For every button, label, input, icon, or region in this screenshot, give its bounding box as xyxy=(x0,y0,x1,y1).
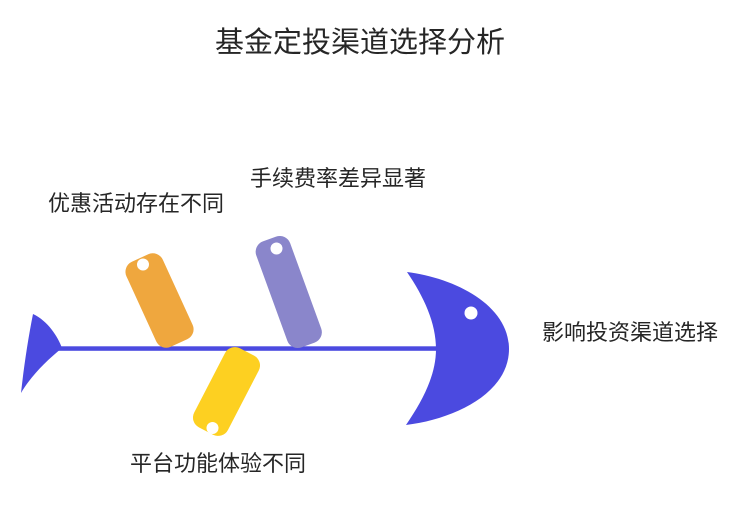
cause-branch-platform xyxy=(192,347,261,436)
branch-pin-dot-fee xyxy=(270,242,283,255)
fish-tail-shape xyxy=(21,314,62,393)
page-title: 基金定投渠道选择分析 xyxy=(214,27,506,59)
cause-branch-fee xyxy=(255,235,322,349)
fish-spine-line xyxy=(53,346,445,351)
effect-label: 影响投资渠道选择 xyxy=(541,320,719,345)
cause-label-fee: 手续费率差异显著 xyxy=(249,166,427,191)
cause-label-promo: 优惠活动存在不同 xyxy=(47,191,225,216)
branch-pin-dot-platform xyxy=(206,422,219,434)
fish-eye-dot xyxy=(464,306,478,320)
cause-label-platform: 平台功能体验不同 xyxy=(129,451,307,476)
cause-branch-promo xyxy=(125,253,194,348)
branch-pin-dot-promo xyxy=(137,258,149,271)
fish-head-shape xyxy=(406,272,509,425)
